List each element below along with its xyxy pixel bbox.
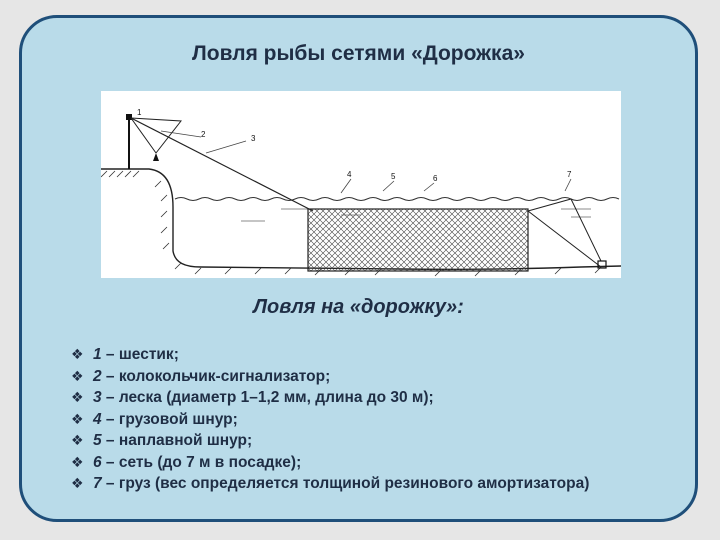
weight-icon (597, 260, 607, 269)
legend-text: – груз (вес определяется толщиной резино… (101, 475, 590, 492)
fishing-diagram: 1 2 3 4 5 6 7 (101, 91, 621, 278)
v-bullet-icon: ❖ (71, 367, 84, 384)
legend-text: – сеть (до 7 м в посадке); (101, 453, 302, 471)
legend-text: – леска (диаметр 1–1,2 мм, длина до 30 м… (101, 389, 434, 406)
slide-title: Ловля рыбы сетями «Дорожка» (192, 42, 525, 65)
diagram-label-5: 5 (391, 172, 396, 181)
legend-number: 2 (93, 367, 102, 385)
v-bullet-icon: ❖ (71, 346, 84, 362)
label-leaders (160, 130, 572, 194)
legend-item: ❖ 7 – груз (вес определяется толщиной рез… (71, 473, 661, 495)
legend-text: – шестик; (101, 346, 179, 363)
shore-hatching (101, 170, 602, 277)
diagram-subtitle: Ловля на «дорожку»: (253, 296, 464, 318)
fishing-line (130, 117, 314, 212)
net (307, 208, 529, 272)
slide-frame: Ловля рыбы сетями «Дорожка» (19, 15, 698, 522)
diagram-label-4: 4 (347, 170, 352, 179)
diagram-label-3: 3 (251, 134, 256, 143)
bell-icon (153, 153, 159, 161)
legend-item: ❖ 1 – шестик; (71, 344, 661, 366)
legend-text: – колокольчик-сигнализатор; (101, 367, 331, 385)
water-surface (174, 197, 620, 201)
legend-number: 7 (93, 475, 102, 492)
legend-number: 4 (93, 410, 102, 428)
v-bullet-icon: ❖ (71, 453, 84, 470)
v-bullet-icon: ❖ (71, 432, 84, 448)
bell-support (130, 117, 182, 154)
legend-number: 5 (93, 432, 102, 449)
diagram-label-7: 7 (567, 170, 572, 179)
legend-number: 6 (93, 453, 102, 471)
legend-text: – наплавной шнур; (101, 432, 253, 449)
weight-cord (527, 198, 602, 268)
v-bullet-icon: ❖ (71, 410, 84, 427)
legend-item: ❖ 3 – леска (диаметр 1–1,2 мм, длина до 3… (71, 387, 661, 409)
diagram-label-6: 6 (433, 174, 438, 183)
legend-number: 1 (93, 346, 102, 363)
legend-list: ❖ 1 – шестик; ❖ 2 – колокольчик-сигнализат… (71, 344, 661, 495)
legend-item: ❖ 5 – наплавной шнур; (71, 430, 661, 452)
legend-number: 3 (93, 389, 102, 406)
diagram-svg: 1 2 3 4 5 6 7 (101, 108, 621, 277)
legend-item: ❖ 4 – грузовой шнур; (71, 409, 661, 431)
v-bullet-icon: ❖ (71, 389, 84, 405)
diagram-label-2: 2 (201, 130, 206, 139)
diagram-label-1: 1 (137, 108, 142, 117)
pole-top (126, 114, 132, 120)
v-bullet-icon: ❖ (71, 475, 84, 491)
legend-item: ❖ 2 – колокольчик-сигнализатор; (71, 366, 661, 388)
legend-text: – грузовой шнур; (101, 410, 238, 428)
legend-item: ❖ 6 – сеть (до 7 м в посадке); (71, 452, 661, 474)
